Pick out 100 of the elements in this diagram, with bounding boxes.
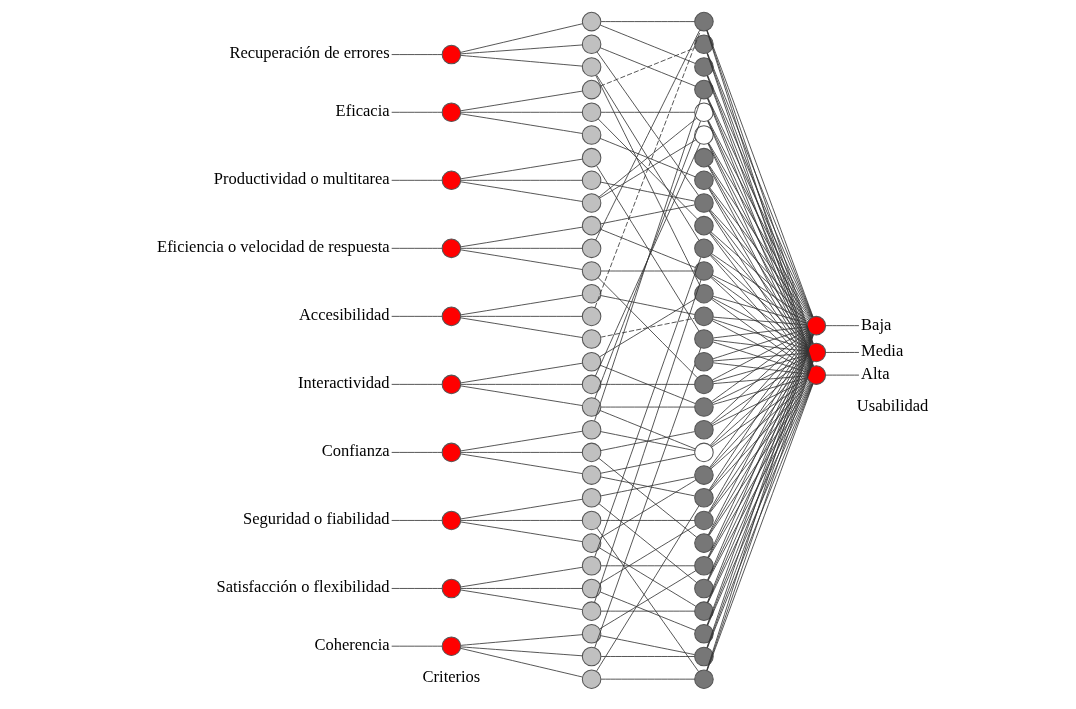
connector <box>600 111 695 113</box>
connector <box>460 90 583 112</box>
connector <box>594 279 702 603</box>
connector <box>460 520 583 521</box>
node-circle <box>581 442 602 463</box>
connector <box>710 380 810 470</box>
connector <box>600 635 696 655</box>
node-circle <box>441 578 462 599</box>
connector <box>600 410 696 450</box>
node-circle <box>694 465 714 485</box>
node-circle <box>694 397 714 417</box>
connector <box>709 382 811 514</box>
node-label: Media <box>861 341 904 361</box>
node-circle <box>694 601 714 621</box>
connector <box>600 47 696 87</box>
connector <box>711 330 809 402</box>
connector <box>709 255 811 369</box>
connector <box>460 317 583 338</box>
connector <box>460 589 583 611</box>
node-label: Eficacia <box>335 101 390 121</box>
connector <box>460 158 583 180</box>
connector <box>711 320 809 372</box>
connector <box>460 452 583 453</box>
connector <box>710 331 810 424</box>
node-circle <box>694 624 714 644</box>
connector <box>391 247 443 249</box>
connector <box>709 358 811 469</box>
node-circle <box>581 261 602 281</box>
connector <box>391 588 443 589</box>
node-label: Seguridad o fiabilidad <box>243 509 390 529</box>
node-circle <box>694 374 714 395</box>
connector <box>713 326 808 339</box>
node-circle <box>694 442 714 463</box>
connector <box>391 452 443 453</box>
node-label: Alta <box>861 364 890 384</box>
connector <box>595 74 701 286</box>
connector <box>460 385 583 406</box>
node-circle <box>694 102 714 123</box>
node-circle <box>441 44 462 65</box>
node-label: Recuperación de errores <box>229 43 390 63</box>
node-circle <box>581 125 602 145</box>
connector <box>599 547 697 607</box>
connector <box>596 74 700 241</box>
connector <box>460 247 583 249</box>
node-label: Interactividad <box>298 373 390 393</box>
node-circle <box>694 238 714 259</box>
connector <box>709 359 811 491</box>
connector <box>460 113 583 134</box>
node-circle <box>441 442 462 463</box>
connector <box>825 352 860 353</box>
connector <box>391 179 443 181</box>
connector <box>460 383 583 385</box>
connector <box>709 209 811 320</box>
node-circle <box>694 351 714 372</box>
connector <box>596 51 699 196</box>
connector <box>460 646 583 657</box>
node-label: Confianza <box>321 441 390 461</box>
connector <box>460 294 583 316</box>
node-circle <box>441 170 462 191</box>
node-circle <box>694 215 714 236</box>
connector <box>600 317 696 338</box>
connector <box>600 24 696 64</box>
node-circle <box>694 419 714 440</box>
node-circle <box>694 329 714 349</box>
connector <box>594 256 702 558</box>
node-circle <box>441 238 462 259</box>
connector <box>600 204 696 225</box>
node-circle <box>694 193 714 213</box>
connector <box>709 381 811 492</box>
node-circle <box>694 646 714 667</box>
connector <box>597 118 698 220</box>
connector <box>391 383 443 385</box>
connector <box>460 521 583 542</box>
node-circle <box>694 283 714 304</box>
node-circle <box>441 306 462 327</box>
connector <box>391 54 443 55</box>
node-label: Accesibilidad <box>298 305 390 325</box>
connector <box>600 678 695 680</box>
connector <box>391 645 443 647</box>
connector <box>460 55 583 67</box>
connector <box>600 520 695 521</box>
connector <box>709 187 811 319</box>
connector <box>709 232 812 369</box>
connector <box>711 356 809 404</box>
connector <box>594 29 701 308</box>
node-circle <box>441 374 462 395</box>
connector <box>600 364 696 404</box>
node-circle <box>581 79 602 100</box>
connector <box>460 111 583 113</box>
node-circle <box>694 147 714 168</box>
connector <box>709 232 811 346</box>
connector <box>711 329 809 381</box>
node-circle <box>581 556 602 576</box>
connector <box>600 591 696 631</box>
connector <box>460 315 583 317</box>
connector <box>709 332 812 468</box>
connector <box>391 520 443 521</box>
node-circle <box>581 624 602 644</box>
connector <box>599 570 697 630</box>
connector <box>460 647 583 678</box>
